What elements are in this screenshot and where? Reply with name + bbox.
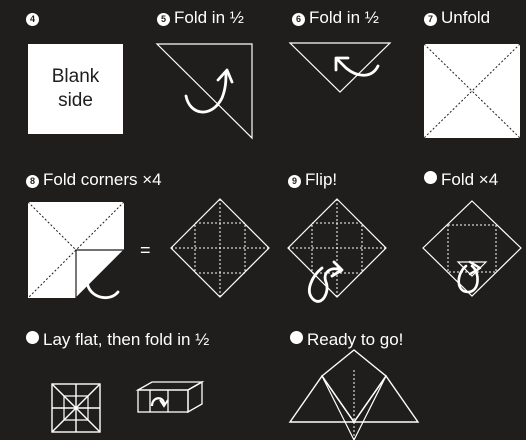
finished-fortune-teller xyxy=(0,0,526,440)
